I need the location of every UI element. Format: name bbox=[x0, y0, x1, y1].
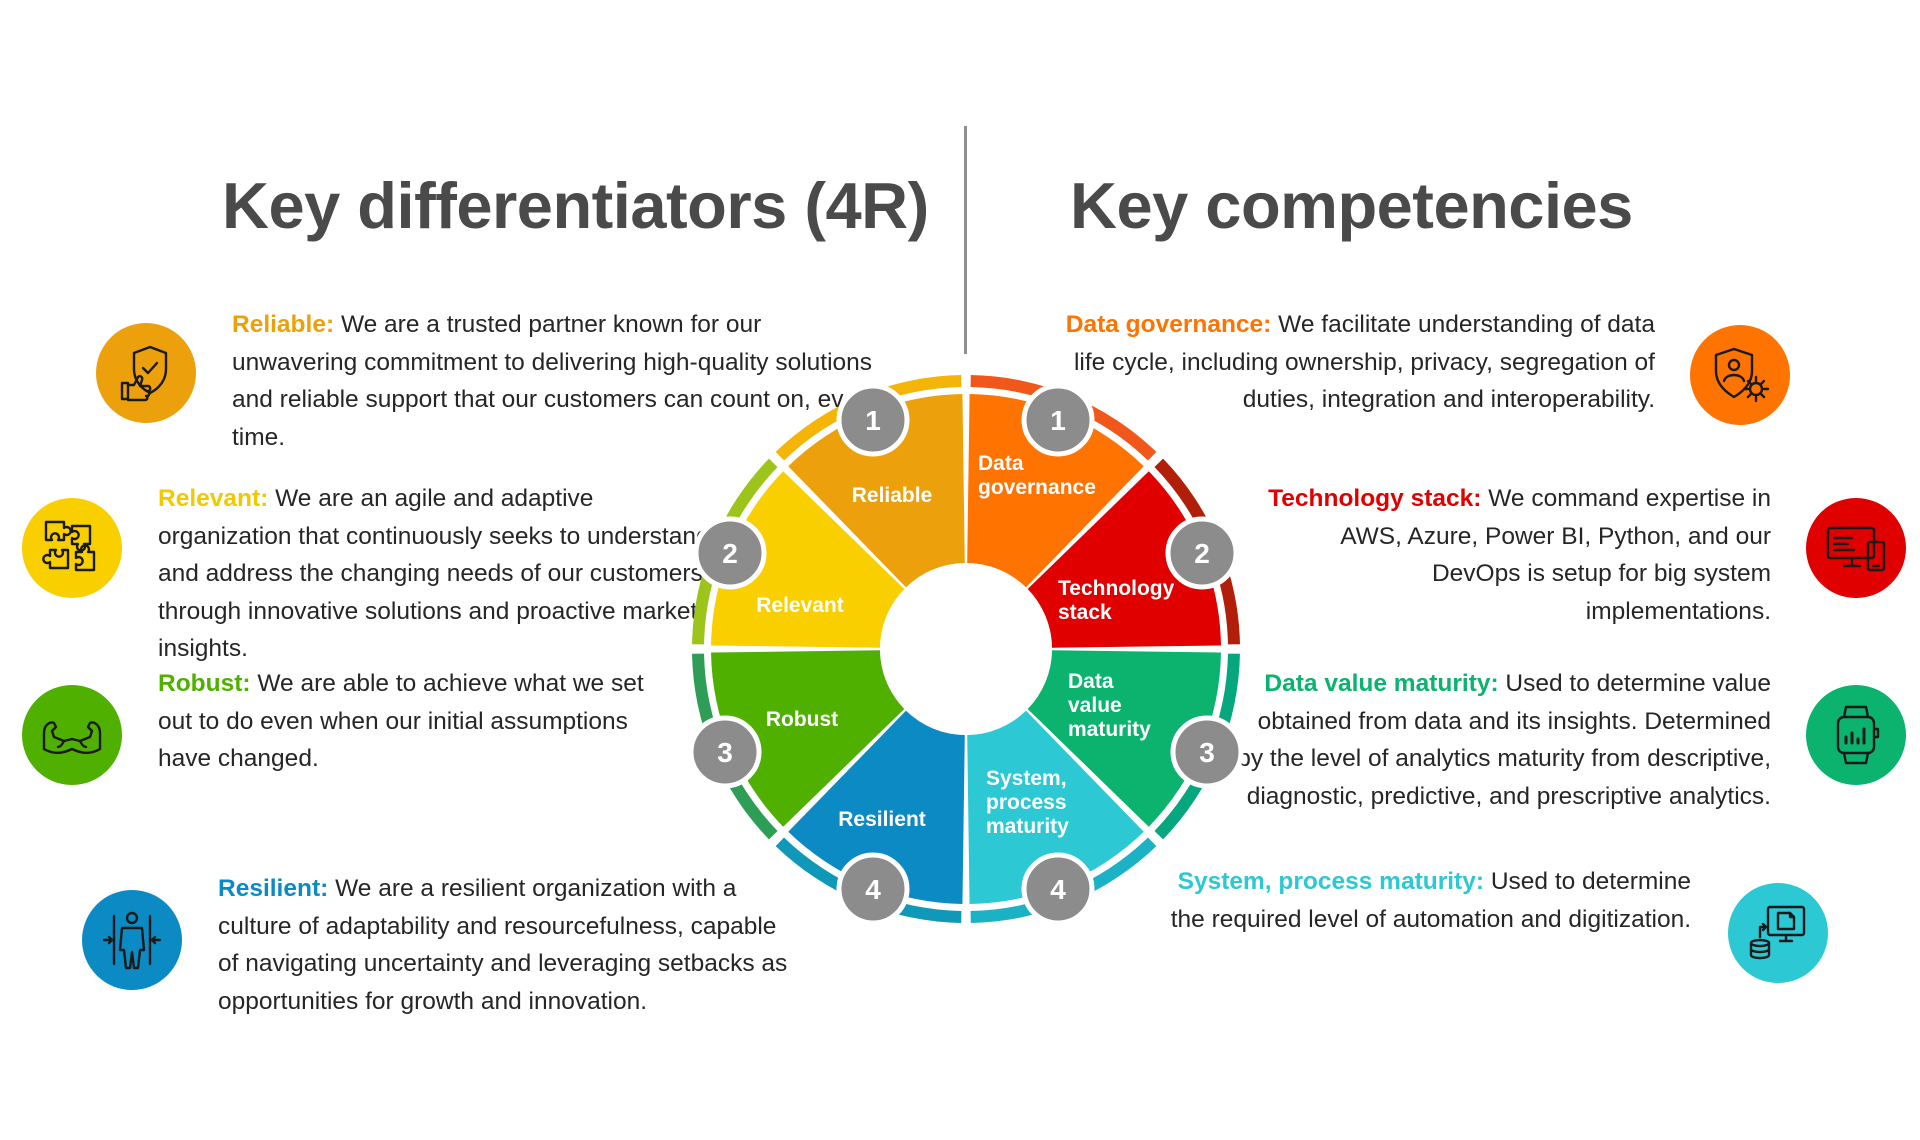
ring-arc-technology-stack bbox=[1154, 458, 1240, 645]
user-shield-gear-icon bbox=[1690, 325, 1790, 425]
ring-arc-data-governance bbox=[970, 375, 1157, 461]
badge-circle bbox=[1021, 383, 1095, 457]
heading-competencies: Key competencies bbox=[1070, 169, 1633, 242]
badge-number: 3 bbox=[717, 737, 733, 768]
smartwatch-chart-icon bbox=[1806, 685, 1906, 785]
label-resilient: Resilient: bbox=[218, 875, 329, 902]
text-data-governance: Data governance: We facilitate understan… bbox=[1040, 306, 1655, 419]
number-badge-differentiator-4: 4 bbox=[836, 852, 910, 926]
badge-circle bbox=[1165, 516, 1239, 590]
wheel-ring bbox=[692, 375, 1240, 923]
badge-number: 2 bbox=[1194, 538, 1210, 569]
label-system-process-maturity: System, process maturity: bbox=[1177, 868, 1484, 895]
desc-resilient: We are a resilient organization with a c… bbox=[218, 875, 788, 1015]
badge-circle bbox=[836, 852, 910, 926]
badge-circle bbox=[688, 715, 762, 789]
heading-differentiators: Key differentiators (4R) bbox=[222, 169, 929, 242]
wheel-badges: 1 2 3 4 4 3 2 1 bbox=[688, 383, 1244, 926]
segment-relevant bbox=[711, 471, 905, 648]
segment-data-governance bbox=[967, 394, 1144, 588]
segment-resilient bbox=[788, 710, 965, 904]
ring-arc-robust bbox=[692, 653, 778, 840]
badge-number: 1 bbox=[865, 405, 881, 436]
badge-number: 1 bbox=[1050, 405, 1066, 436]
number-badge-differentiator-1: 1 bbox=[836, 383, 910, 457]
text-system-process-maturity: System, process maturity: Used to determ… bbox=[1155, 863, 1691, 938]
text-data-value-maturity: Data value maturity: Used to determine v… bbox=[1228, 665, 1771, 815]
heading-divider bbox=[964, 126, 967, 354]
text-reliable: Reliable: We are a trusted partner known… bbox=[232, 306, 892, 456]
number-badge-competency-2: 2 bbox=[1165, 516, 1239, 590]
badge-number: 4 bbox=[865, 874, 881, 905]
desc-data-value-maturity: Used to determine value obtained from da… bbox=[1237, 670, 1771, 810]
ring-arc-data-value-maturity bbox=[1154, 653, 1240, 840]
segment-technology-stack bbox=[1027, 471, 1221, 648]
ring-arc-reliable bbox=[775, 375, 962, 461]
segment-label-resilient: Resilient bbox=[838, 808, 926, 831]
label-data-governance: Data governance: bbox=[1065, 311, 1272, 338]
desc-reliable: We are a trusted partner known for our u… bbox=[232, 311, 878, 451]
label-data-value-maturity: Data value maturity: bbox=[1264, 670, 1499, 697]
ring-arc-resilient bbox=[775, 837, 962, 923]
desc-robust: We are able to achieve what we set out t… bbox=[158, 670, 644, 772]
desc-relevant: We are an agile and adaptive organizatio… bbox=[158, 485, 710, 662]
badge-number: 3 bbox=[1199, 737, 1215, 768]
number-badge-competency-1: 1 bbox=[1021, 383, 1095, 457]
devices-icon bbox=[1806, 498, 1906, 598]
ring-arc-relevant bbox=[692, 458, 778, 645]
segment-data-value-maturity bbox=[1027, 650, 1221, 827]
label-robust: Robust: bbox=[158, 670, 251, 697]
puzzle-icon bbox=[22, 498, 122, 598]
desc-system-process-maturity: Used to determine the required level of … bbox=[1170, 868, 1691, 933]
segment-label-reliable: Reliable bbox=[852, 484, 933, 507]
segment-label-robust: Robust bbox=[766, 708, 838, 731]
label-reliable: Reliable: bbox=[232, 311, 335, 338]
wheel-segments bbox=[711, 394, 1221, 904]
segment-label-relevant: Relevant bbox=[756, 594, 844, 617]
ring-arc-system-process-maturity bbox=[970, 837, 1157, 923]
text-relevant: Relevant: We are an agile and adaptive o… bbox=[158, 480, 723, 668]
monitor-database-icon bbox=[1728, 883, 1828, 983]
label-technology-stack: Technology stack: bbox=[1268, 485, 1482, 512]
text-technology-stack: Technology stack: We command expertise i… bbox=[1245, 480, 1771, 630]
badge-circle bbox=[693, 516, 767, 590]
segment-robust bbox=[711, 650, 905, 827]
number-badge-competency-4: 4 bbox=[1021, 852, 1095, 926]
badge-circle bbox=[836, 383, 910, 457]
number-badge-competency-3: 3 bbox=[1170, 715, 1244, 789]
badge-number: 4 bbox=[1050, 874, 1066, 905]
label-relevant: Relevant: bbox=[158, 485, 269, 512]
desc-technology-stack: We command expertise in AWS, Azure, Powe… bbox=[1340, 485, 1771, 625]
wheel-center bbox=[880, 563, 1052, 735]
shield-thumbs-up-icon bbox=[96, 323, 196, 423]
badge-circle bbox=[1021, 852, 1095, 926]
segment-system-process-maturity bbox=[967, 710, 1144, 904]
person-pressure-icon bbox=[82, 890, 182, 990]
segment-reliable bbox=[788, 394, 965, 588]
badge-circle bbox=[1170, 715, 1244, 789]
desc-data-governance: We facilitate understanding of data life… bbox=[1073, 311, 1655, 413]
badge-number: 2 bbox=[722, 538, 738, 569]
text-resilient: Resilient: We are a resilient organizati… bbox=[218, 870, 793, 1020]
number-badge-differentiator-3: 3 bbox=[688, 715, 762, 789]
strong-arms-icon bbox=[22, 685, 122, 785]
number-badge-differentiator-2: 2 bbox=[693, 516, 767, 590]
text-robust: Robust: We are able to achieve what we s… bbox=[158, 665, 683, 778]
